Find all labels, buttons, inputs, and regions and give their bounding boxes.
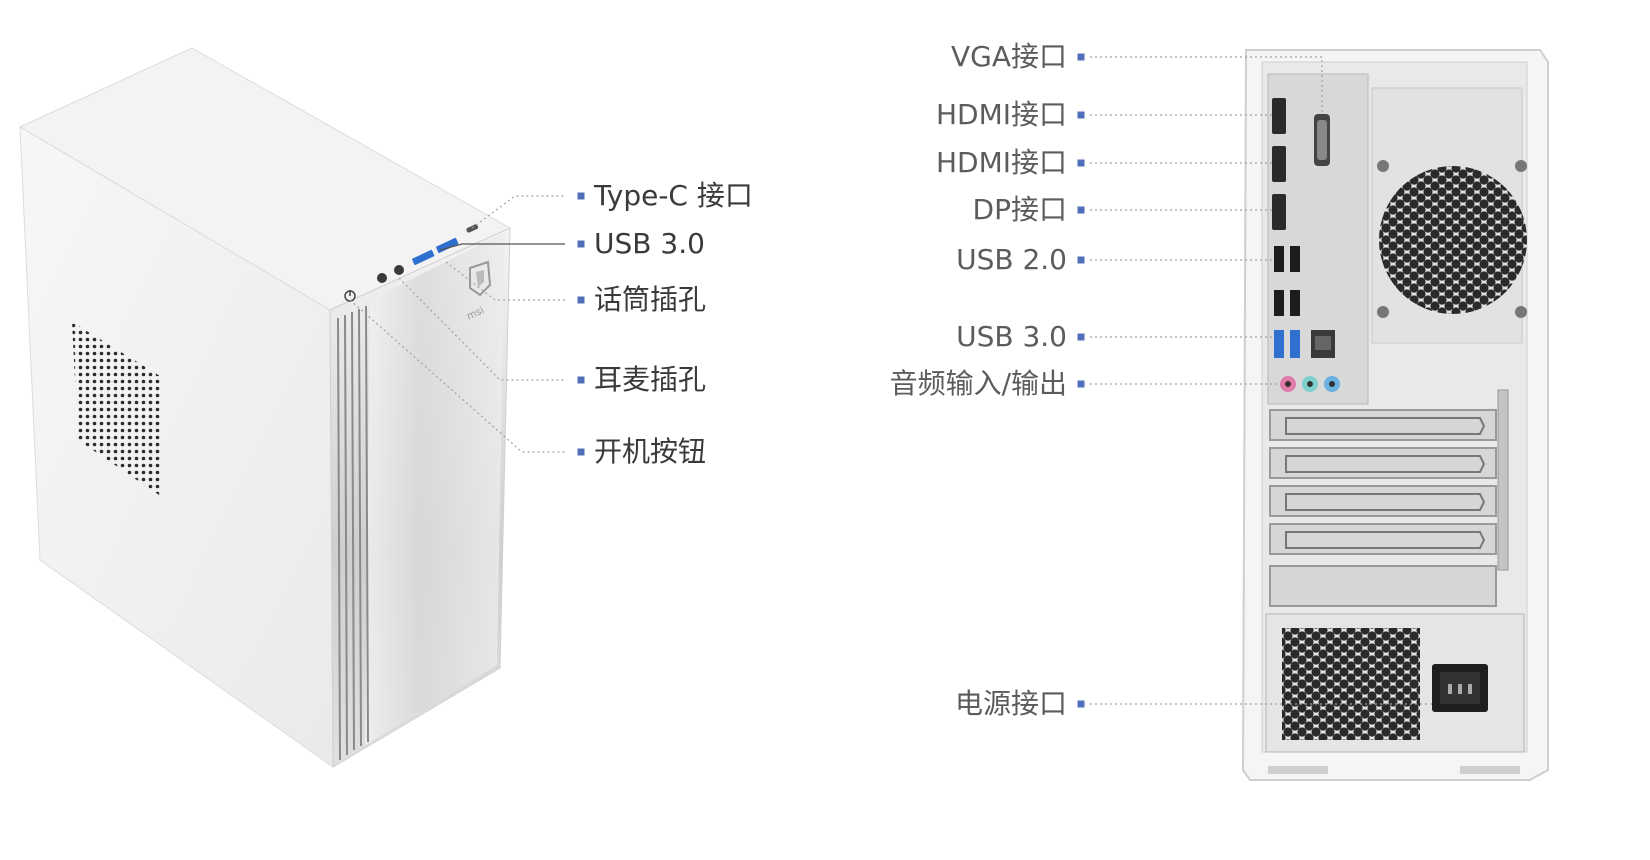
rear-hdmi-port-2 (1272, 146, 1286, 182)
marker-headset-jack (577, 376, 585, 384)
expansion-slots (1269, 409, 1497, 607)
marker-dp (1077, 206, 1085, 214)
marker-usb3-rear (1077, 333, 1085, 341)
front-type-c-port (466, 224, 479, 233)
marker-usb3-front (577, 240, 585, 248)
leader-power-button (349, 299, 565, 453)
label-headset-jack: 耳麦插孔 (594, 363, 707, 396)
label-dp: DP接口 (972, 193, 1067, 226)
label-usb3-front: USB 3.0 (594, 227, 705, 260)
rear-usb2-port-4 (1290, 290, 1300, 316)
label-hdmi-2: HDMI接口 (935, 146, 1067, 179)
marker-type-c (577, 192, 585, 200)
fan-grille (1379, 166, 1527, 314)
rear-usb3-port-2 (1290, 330, 1300, 358)
callout-markers (577, 53, 1085, 708)
rear-hdmi-port-1 (1272, 98, 1286, 134)
marker-hdmi-1 (1077, 111, 1085, 119)
rear-tower (1241, 49, 1549, 781)
marker-mic-jack (577, 296, 585, 304)
label-power-socket: 电源接口 (954, 687, 1067, 720)
marker-usb2 (1077, 256, 1085, 264)
label-usb3-rear: USB 3.0 (956, 320, 1067, 353)
leader-type-c (471, 195, 565, 229)
label-vga: VGA接口 (950, 40, 1067, 73)
marker-power-button (577, 448, 585, 456)
marker-audio (1077, 380, 1085, 388)
leader-vga (1090, 56, 1323, 114)
psu-grille (1282, 628, 1420, 740)
rear-dp-port (1272, 194, 1286, 230)
label-audio: 音频输入/输出 (889, 367, 1067, 400)
front-headset-jack (394, 265, 404, 275)
side-vent (72, 322, 162, 497)
rear-usb2-port-1 (1274, 246, 1284, 272)
rear-io-ports (1272, 98, 1340, 392)
power-icon (344, 290, 356, 302)
label-type-c: Type-C 接口 (594, 179, 753, 212)
leader-usb3-front (439, 243, 565, 251)
leader-headset-jack (398, 277, 565, 381)
marker-hdmi-2 (1077, 159, 1085, 167)
label-power-button: 开机按钮 (594, 435, 707, 468)
rear-usb2-port-2 (1290, 246, 1300, 272)
front-mic-jack (377, 273, 387, 283)
front-grill-slats (337, 305, 369, 761)
marker-vga (1077, 53, 1085, 61)
label-hdmi-1: HDMI接口 (935, 98, 1067, 131)
front-usb3-port-1 (412, 249, 435, 265)
label-usb2: USB 2.0 (956, 243, 1067, 276)
marker-power-socket (1077, 700, 1085, 708)
leader-mic-jack (445, 261, 565, 301)
rear-usb2-port-3 (1274, 290, 1284, 316)
front-tower: msi (18, 47, 512, 768)
rear-usb3-port-1 (1274, 330, 1284, 358)
leader-lines (349, 56, 1432, 705)
label-mic-jack: 话筒插孔 (594, 283, 707, 316)
